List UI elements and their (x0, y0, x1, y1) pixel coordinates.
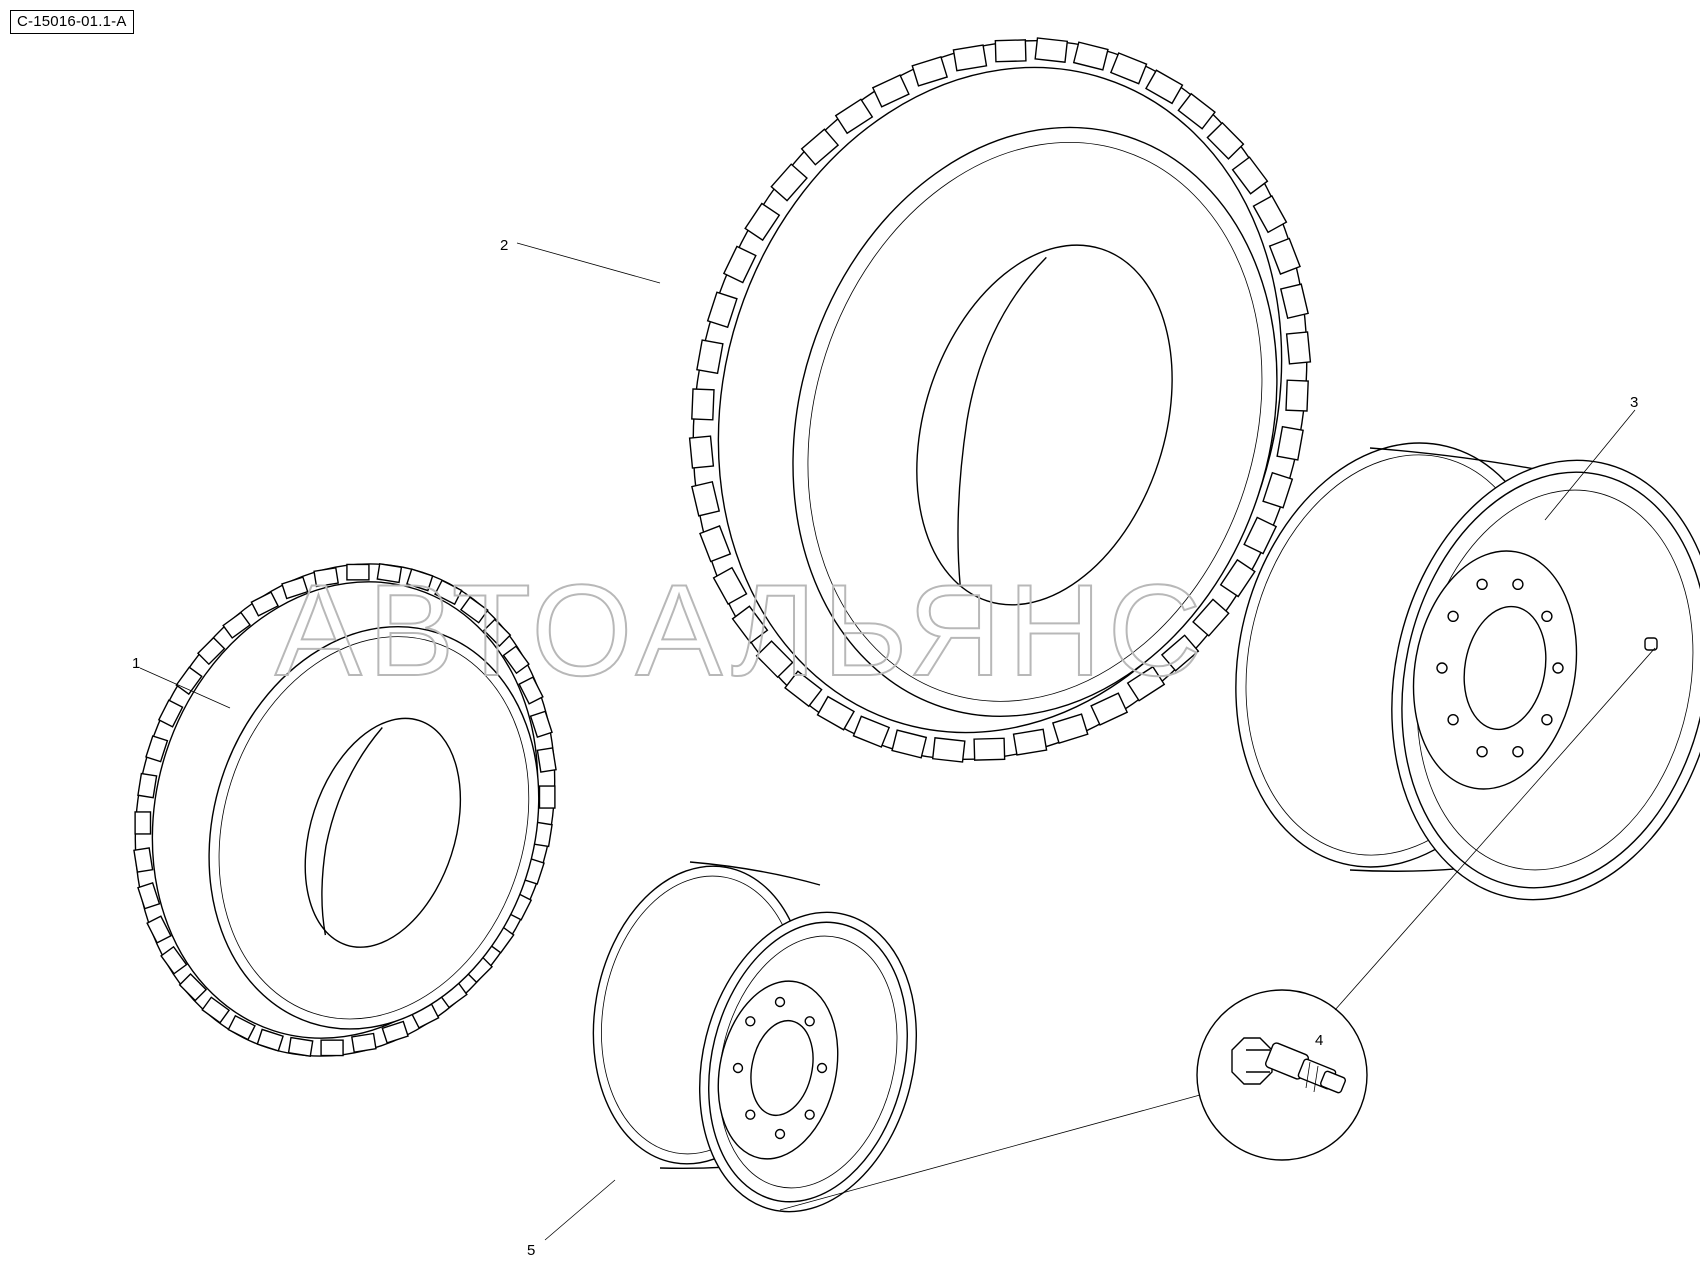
callout-2: 2 (500, 237, 508, 254)
rim-large[interactable] (1193, 409, 1700, 931)
tire-large[interactable] (599, 0, 1401, 842)
leader-lines (139, 242, 1656, 1241)
reference-code: C-15016-01.1-A (10, 10, 134, 34)
callout-1: 1 (132, 655, 140, 672)
callout-3: 3 (1630, 394, 1638, 411)
watermark: АВТОАЛЬЯНС (275, 557, 1208, 703)
rim-small[interactable] (571, 849, 947, 1235)
valve-detail[interactable] (1196, 989, 1368, 1161)
tire-small[interactable] (72, 509, 618, 1112)
callout-4: 4 (1315, 1032, 1323, 1049)
callout-5: 5 (527, 1242, 535, 1259)
